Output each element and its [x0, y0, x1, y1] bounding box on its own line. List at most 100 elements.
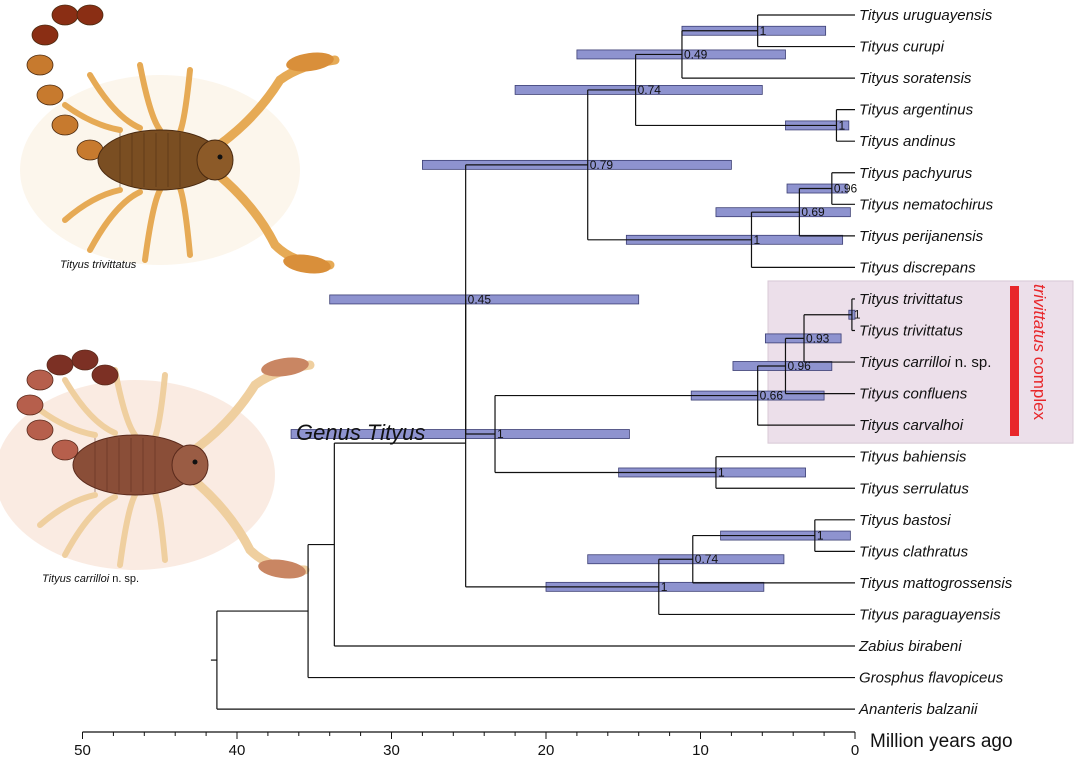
scorpion-tail-segment [92, 365, 118, 385]
taxon-suffix: n. sp. [951, 354, 992, 371]
scorpion-carapace [197, 140, 233, 180]
taxon-name: Tityus uruguayensis [859, 7, 993, 24]
node-support-label: 0.74 [695, 552, 719, 566]
axis-tick-label: 20 [538, 742, 555, 757]
taxon-label: Tityus pachyurus [859, 165, 973, 182]
photo-caption-trivittatus: Tityus trivittatus [60, 259, 137, 271]
taxon-name: Tityus pachyurus [859, 165, 973, 182]
caption-italic: Tityus trivittatus [60, 259, 137, 271]
taxon-label: Tityus bahiensis [859, 449, 967, 466]
taxon-label: Tityus trivittatus [859, 291, 964, 308]
taxon-name: Tityus paraguayensis [859, 606, 1001, 623]
node-support-label: 1 [854, 308, 861, 322]
trivittatus-complex-label: trivittatus complex [1030, 284, 1049, 421]
taxon-label: Tityus soratensis [859, 70, 972, 87]
axis-tick-label: 0 [851, 742, 859, 757]
taxon-label: Grosphus flavopiceus [859, 670, 1004, 687]
taxon-label: Tityus uruguayensis [859, 7, 993, 24]
node-support-label: 1 [753, 233, 760, 247]
taxon-label: Tityus andinus [859, 133, 956, 150]
taxon-name: Tityus trivittatus [859, 291, 964, 308]
scorpion-illustration [20, 5, 335, 276]
taxon-label: Tityus bastosi [859, 512, 951, 529]
taxon-label: Tityus discrepans [859, 259, 976, 276]
taxon-name: Tityus carvalhoi [859, 417, 964, 434]
node-support-label: 0.96 [834, 182, 858, 196]
taxon-name: Tityus bahiensis [859, 449, 967, 466]
taxon-name: Zabius birabeni [858, 638, 962, 655]
taxon-name: Grosphus flavopiceus [859, 670, 1004, 687]
taxon-label: Zabius birabeni [858, 638, 962, 655]
taxon-name: Tityus clathratus [859, 543, 969, 560]
node-support-label: 1 [718, 465, 725, 479]
taxon-label: Tityus serrulatus [859, 480, 969, 497]
complex-label-rest: complex [1030, 352, 1049, 421]
taxon-name: Tityus discrepans [859, 259, 976, 276]
scorpion-eye [218, 155, 223, 160]
scorpion-tail-segment [32, 25, 58, 45]
scorpion-tail-segment [52, 115, 78, 135]
taxon-name: Tityus carrilloi [859, 354, 951, 371]
axis-tick-label: 40 [229, 742, 246, 757]
node-support-label: 1 [817, 529, 824, 543]
taxon-label: Ananteris balzanii [858, 701, 978, 718]
taxon-name: Tityus serrulatus [859, 480, 969, 497]
taxon-label: Tityus carvalhoi [859, 417, 964, 434]
time-axis: 50403020100Million years ago [74, 731, 1012, 757]
scorpion-tail-segment [27, 420, 53, 440]
taxon-name: Tityus nematochirus [859, 196, 994, 213]
node-support-label: 0.66 [760, 389, 784, 403]
taxon-name: Tityus confluens [859, 386, 968, 403]
scorpion-eye [193, 460, 198, 465]
node-support-label: 1 [760, 24, 767, 38]
taxon-name: Tityus bastosi [859, 512, 951, 529]
node-support-label: 0.93 [806, 331, 830, 345]
scorpion-tail-segment [77, 5, 103, 25]
taxon-label: Tityus carrilloi n. sp. [859, 354, 991, 371]
photo-caption-carrilloi: Tityus carrilloi n. sp. [42, 573, 139, 585]
scorpion-tail-segment [17, 395, 43, 415]
taxon-name: Tityus perijanensis [859, 228, 984, 245]
taxon-name: Ananteris balzanii [858, 701, 978, 718]
taxon-label: Tityus mattogrossensis [859, 575, 1013, 592]
scorpion-tail-segment [47, 355, 73, 375]
taxon-name: Tityus mattogrossensis [859, 575, 1013, 592]
scorpion-tail-segment [27, 55, 53, 75]
caption-italic: Tityus carrilloi [42, 573, 110, 585]
node-support-label: 0.45 [468, 292, 492, 306]
scorpion-illustration [0, 350, 310, 581]
taxon-name: Tityus curupi [859, 39, 945, 56]
taxon-label: Tityus argentinus [859, 102, 974, 119]
node-support-label: 0.79 [590, 158, 614, 172]
scorpion-tail-segment [37, 85, 63, 105]
taxon-name: Tityus trivittatus [859, 323, 964, 340]
scorpion-carapace [172, 445, 208, 485]
node-support-label: 0.69 [801, 205, 825, 219]
taxon-name: Tityus andinus [859, 133, 956, 150]
node-support-label: 0.96 [787, 359, 811, 373]
taxon-label: Tityus confluens [859, 386, 968, 403]
axis-tick-label: 50 [74, 742, 91, 757]
complex-label-italic: trivittatus [1030, 284, 1049, 353]
caption-rest: n. sp. [109, 573, 139, 585]
node-support-label: 1 [661, 580, 668, 594]
taxon-label: Tityus clathratus [859, 543, 969, 560]
node-support-label: 1 [497, 427, 504, 441]
node-support-label: 1 [838, 118, 845, 132]
axis-tick-label: 30 [383, 742, 400, 757]
taxon-label: Tityus nematochirus [859, 196, 994, 213]
scorpion-tail-segment [52, 440, 78, 460]
taxon-name: Tityus argentinus [859, 102, 974, 119]
scorpion-tail-segment [27, 370, 53, 390]
taxon-label: Tityus paraguayensis [859, 606, 1001, 623]
trivittatus-complex-bar [1010, 286, 1019, 436]
taxon-name: Tityus soratensis [859, 70, 972, 87]
scorpion-tail-segment [72, 350, 98, 370]
taxon-label: Tityus trivittatus [859, 323, 964, 340]
genus-tityus-label: Genus Tityus [296, 420, 425, 445]
axis-tick-label: 10 [692, 742, 709, 757]
taxon-label: Tityus curupi [859, 39, 945, 56]
